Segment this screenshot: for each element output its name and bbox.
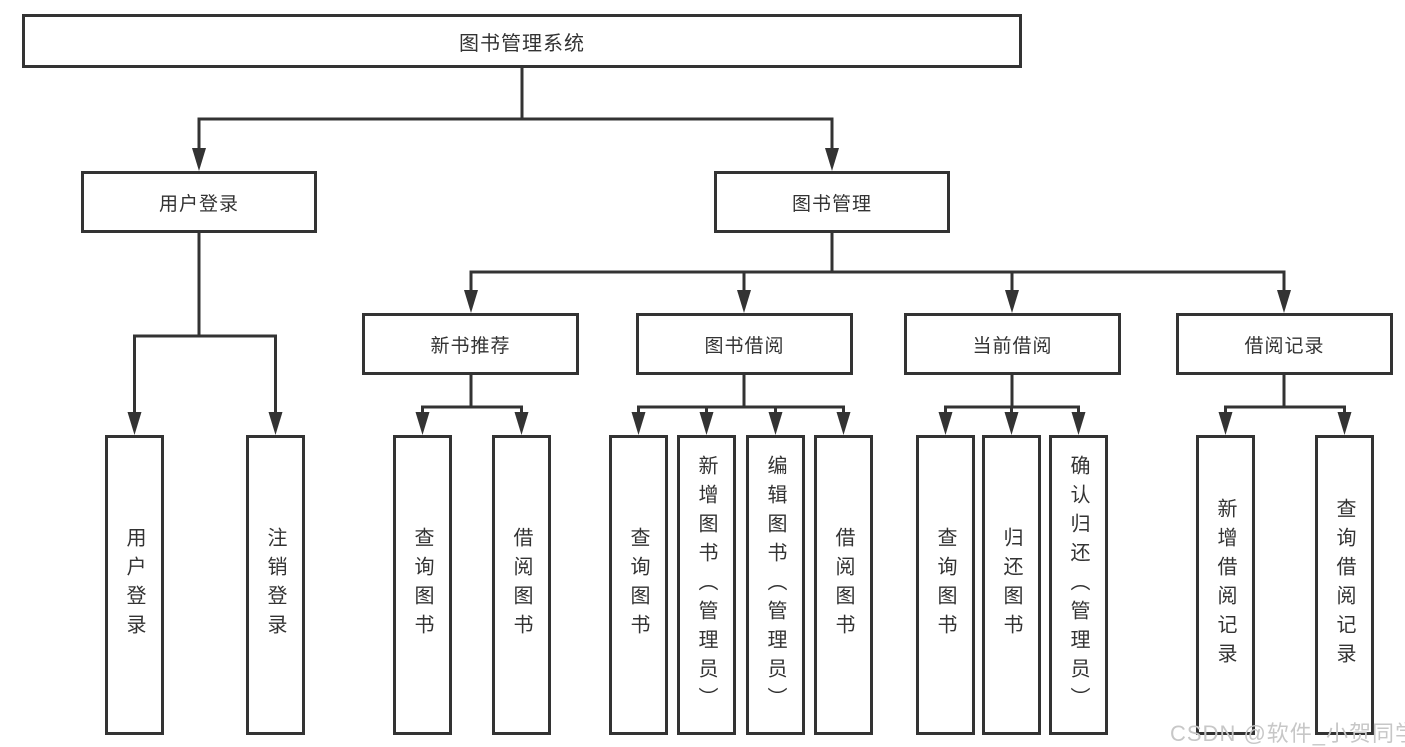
node-user-login: 用户登录 [81,171,317,233]
leaf-label: 确认归还（管理员） [1067,454,1089,716]
leaf-label: 查询借阅记录 [1333,498,1355,672]
leaf-borrow-books-recommend: 借阅图书 [492,435,551,735]
connector-book-borrow-to-leaves [631,375,851,435]
leaf-add-borrow-record: 新增借阅记录 [1196,435,1255,735]
connector-current-borrow-to-leaves [938,375,1086,435]
node-label: 用户登录 [158,193,239,215]
node-label: 图书管理系统 [459,32,585,55]
leaf-label: 借阅图书 [510,527,532,643]
leaf-label: 新增图书（管理员） [695,454,717,716]
node-current-borrow: 当前借阅 [904,313,1121,375]
leaf-label: 借阅图书 [832,527,854,643]
leaf-label: 编辑图书（管理员） [764,454,786,716]
connector-user-login-to-leaves [127,233,283,435]
leaf-query-books-borrow: 查询图书 [609,435,668,735]
node-label: 新书推荐 [430,335,511,357]
node-new-book-recommend: 新书推荐 [362,313,579,375]
connector-borrow-records-to-leaves [1218,375,1352,435]
leaf-label: 查询图书 [934,527,956,643]
leaf-query-borrow-record: 查询借阅记录 [1315,435,1374,735]
leaf-label: 查询图书 [411,527,433,643]
leaf-label: 注销登录 [264,527,286,643]
leaf-query-books-recommend: 查询图书 [393,435,452,735]
leaf-return-books: 归还图书 [982,435,1041,735]
watermark: CSDN @软件_小贺同学 [1170,721,1405,746]
connector-book-management-to-level3 [464,233,1291,313]
leaf-label: 归还图书 [1000,527,1022,643]
node-label: 图书管理 [791,193,872,215]
connector-root-to-level2 [192,68,839,171]
node-borrow-records: 借阅记录 [1176,313,1393,375]
node-label: 当前借阅 [972,335,1053,357]
node-book-management: 图书管理 [714,171,950,233]
node-book-borrow: 图书借阅 [636,313,853,375]
node-label: 图书借阅 [704,335,785,357]
leaf-label: 新增借阅记录 [1214,498,1236,672]
leaf-borrow-books: 借阅图书 [814,435,873,735]
leaf-confirm-return-admin: 确认归还（管理员） [1049,435,1108,735]
node-label: 借阅记录 [1244,335,1325,357]
leaf-label: 查询图书 [627,527,649,643]
leaf-query-books-current: 查询图书 [916,435,975,735]
leaf-edit-book-admin: 编辑图书（管理员） [746,435,805,735]
node-system-root: 图书管理系统 [22,14,1022,68]
leaf-logout: 注销登录 [246,435,305,735]
leaf-label: 用户登录 [123,527,145,643]
leaf-user-login: 用户登录 [105,435,164,735]
leaf-add-book-admin: 新增图书（管理员） [677,435,736,735]
connector-new-book-recommend-to-leaves [415,375,529,435]
